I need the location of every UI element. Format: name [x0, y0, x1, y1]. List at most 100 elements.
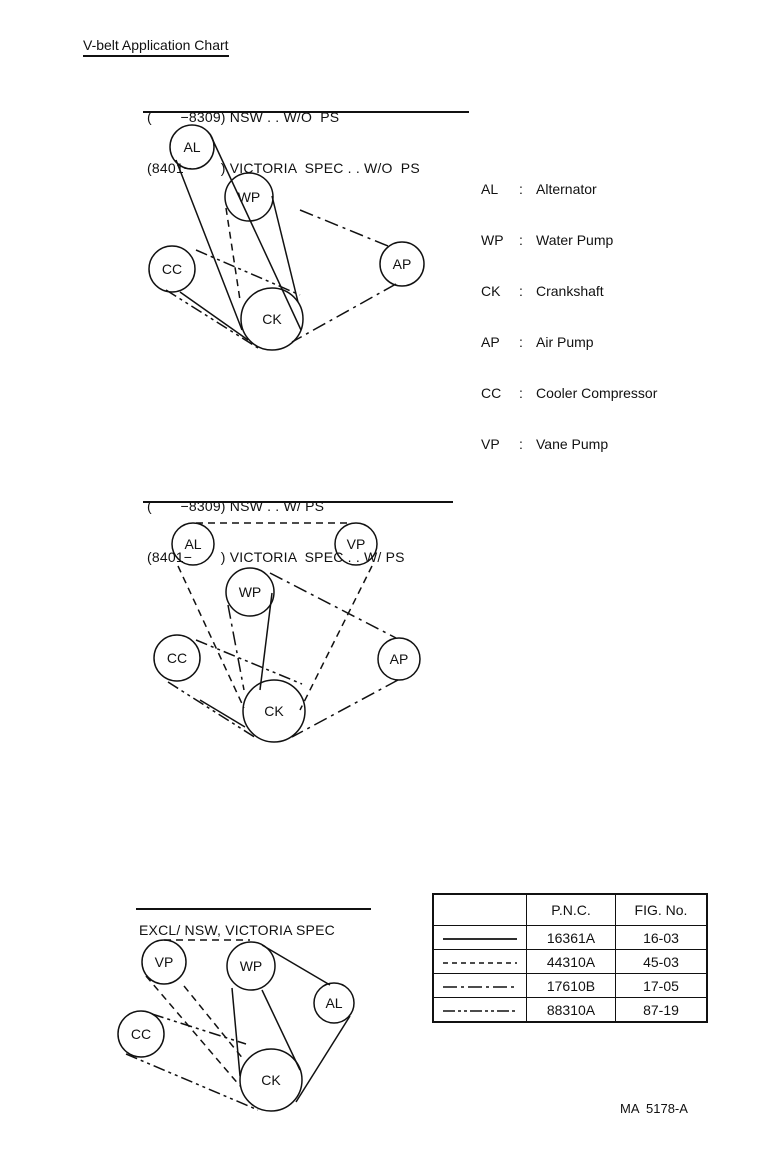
- pulley-cc: [153, 634, 201, 682]
- belt-solid: [261, 989, 301, 1071]
- belt-dash-dot-dot: [195, 639, 303, 685]
- legend-row: WP:Water Pump: [481, 232, 614, 248]
- header-cell: P.N.C.: [526, 893, 616, 926]
- section-1-header-rule: [143, 111, 469, 113]
- line-style-solid: [443, 937, 517, 940]
- pulley-cc: [148, 245, 196, 293]
- header-cell: FIG. No.: [615, 893, 708, 926]
- table-row: 16361A 16-03: [432, 925, 708, 950]
- pulley-label: AP: [390, 651, 409, 667]
- fig-cell: 17-05: [615, 973, 708, 998]
- section-1-header: ( −8309) NSW . . W/O PS (8401− ) VICTORI…: [147, 75, 420, 194]
- line-style-cell: [432, 925, 527, 950]
- legend-row: AL:Alternator: [481, 181, 597, 197]
- fig-cell: 45-03: [615, 949, 708, 974]
- legend-code: AL: [481, 181, 499, 197]
- belt-dash-dot-dot: [167, 681, 257, 739]
- line-style-dashed: [443, 961, 517, 964]
- pulley-label: VP: [155, 954, 174, 970]
- legend-row: AP:Air Pump: [481, 334, 594, 350]
- line-style-cell: [432, 973, 527, 998]
- belt-dash-dot-dot: [165, 289, 259, 349]
- pulley-label: CK: [264, 703, 284, 719]
- belt-dash-dot-dot: [125, 1053, 259, 1111]
- section-3-header-line-1: EXCL/ NSW, VICTORIA SPEC: [139, 922, 335, 938]
- legend-code: VP: [481, 436, 500, 452]
- pulley-wp: [225, 567, 275, 617]
- belt-dash-dot-dot: [195, 249, 301, 296]
- line-style-dash-dot: [443, 985, 517, 988]
- pulley-label: CC: [167, 650, 187, 666]
- belt-dashed: [299, 565, 373, 711]
- line-style-cell: [432, 997, 527, 1023]
- belt-solid: [231, 987, 241, 1077]
- section-2-header: ( −8309) NSW . . W/ PS (8401− ) VICTORIA…: [147, 464, 405, 583]
- pulley-al: [169, 124, 215, 170]
- belt-dashed: [145, 975, 241, 1087]
- pnc-cell: 17610B: [526, 973, 616, 998]
- belt-solid: [261, 944, 331, 986]
- belt-dash-dot: [269, 572, 397, 639]
- pulley-ap: [379, 241, 425, 287]
- section-1-header-line-2: (8401− ) VICTORIA SPEC . . W/O PS: [147, 160, 420, 176]
- legend-row: CK:Crankshaft: [481, 283, 604, 299]
- pulley-ck: [242, 679, 306, 743]
- diagram-2-pulleys: [153, 522, 421, 743]
- diagram-2-belts: [167, 522, 399, 739]
- page-title: V-belt Application Chart: [83, 37, 229, 57]
- legend-row: CC:Cooler Compressor: [481, 385, 658, 401]
- pulley-label: VP: [347, 536, 366, 552]
- legend-code: CK: [481, 283, 501, 299]
- parts-table: P.N.C. FIG. No. 16361A 16-03 44310A 45-0…: [432, 893, 708, 1023]
- pulley-ck: [240, 287, 304, 351]
- legend-code: AP: [481, 334, 500, 350]
- section-1-header-line-1: ( −8309) NSW . . W/O PS: [147, 109, 340, 125]
- belt-solid: [175, 159, 243, 331]
- pulley-ap: [377, 637, 421, 681]
- belt-solid: [199, 699, 246, 728]
- legend-name: Crankshaft: [536, 283, 604, 299]
- belt-solid: [295, 1015, 351, 1103]
- pulley-cc: [117, 1010, 165, 1058]
- belt-dash-dot: [291, 283, 397, 343]
- diagram-1-pulleys: [148, 124, 425, 351]
- pulley-label: CK: [262, 311, 282, 327]
- legend-name: Air Pump: [536, 334, 594, 350]
- pulley-label: AL: [184, 536, 201, 552]
- pulley-label: CC: [131, 1026, 151, 1042]
- fig-cell: 87-19: [615, 997, 708, 1023]
- legend-row: VP:Vane Pump: [481, 436, 609, 452]
- pulley-label: AL: [325, 995, 342, 1011]
- pulley-vp: [334, 522, 378, 566]
- pulley-label: CK: [261, 1072, 281, 1088]
- pulley-legend: AL:Alternator WP:Water Pump CK:Crankshaf…: [481, 147, 657, 470]
- pulley-al: [171, 522, 215, 566]
- pulley-label: AP: [393, 256, 412, 272]
- pnc-cell: 16361A: [526, 925, 616, 950]
- diagram-3-belts: [125, 939, 351, 1111]
- table-row: 88310A 87-19: [432, 997, 708, 1023]
- belt-dashed: [177, 565, 245, 709]
- pulley-al: [313, 982, 355, 1024]
- pulley-label: WP: [240, 958, 263, 974]
- legend-name: Vane Pump: [536, 436, 609, 452]
- section-2-header-rule: [143, 501, 453, 503]
- legend-name: Cooler Compressor: [536, 385, 658, 401]
- diagram-1-belts: [165, 133, 397, 349]
- section-3-header: EXCL/ NSW, VICTORIA SPEC: [139, 888, 335, 956]
- pulley-label: WP: [238, 189, 261, 205]
- pulley-wp: [226, 941, 276, 991]
- pulley-label: AL: [183, 139, 200, 155]
- pnc-cell: 88310A: [526, 997, 616, 1023]
- table-row: 44310A 45-03: [432, 949, 708, 974]
- diagram-3-pulleys: [117, 939, 355, 1112]
- legend-name: Water Pump: [536, 232, 614, 248]
- belt-dashed: [225, 207, 241, 301]
- fig-cell: 16-03: [615, 925, 708, 950]
- document-id: MA 5178-A: [620, 1101, 688, 1116]
- line-style-dash-dot-dot: [443, 1009, 517, 1012]
- pulley-ck: [239, 1048, 303, 1112]
- section-3-header-rule: [136, 908, 371, 910]
- table-row: 17610B 17-05: [432, 973, 708, 998]
